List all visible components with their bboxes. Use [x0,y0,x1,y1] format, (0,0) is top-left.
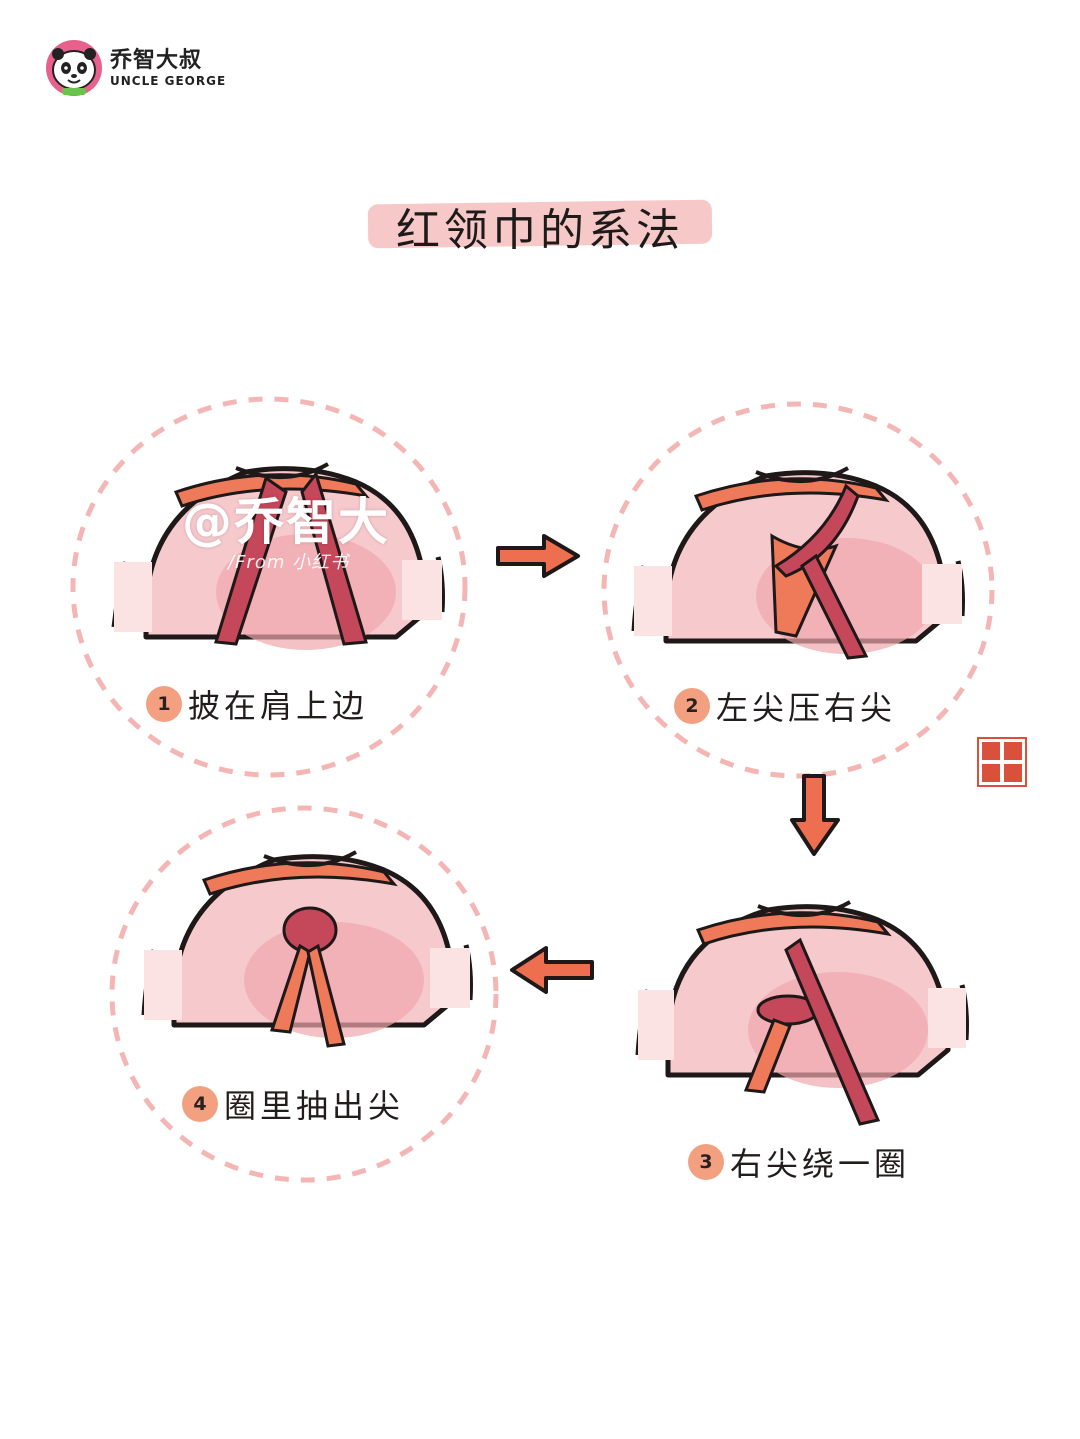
page-title: 红领巾的系法 [396,205,684,256]
step-3-number: 3 [688,1144,724,1180]
step-2-text: 左尖压右尖 [716,689,897,727]
step-4-number: 4 [182,1086,218,1122]
watermark-sub: /From 小红书 [228,552,350,573]
arrow-left-icon [510,946,594,994]
brand-name-en: UNCLE GEORGE [110,74,227,88]
step-2-label: 2 左尖压右尖 [674,686,897,727]
step-2-illustration [601,401,995,779]
step-1-label: 1 披在肩上边 [146,684,369,725]
step-1-panel: 1 披在肩上边 [66,392,472,782]
step-3-illustration [635,900,969,1126]
step-2-panel: 2 左尖压右尖 [596,396,1000,784]
step-3-panel: 3 右尖绕一圈 [628,880,1008,1200]
step-1-illustration [70,396,468,778]
brand-name-cn: 乔智大叔 [110,48,203,73]
watermark: @乔智大 [182,493,390,551]
arrow-down-icon [790,774,840,856]
step-1-text: 披在肩上边 [188,687,369,725]
step-4-panel: 4 圈里抽出尖 [104,800,504,1188]
step-4-illustration [109,805,499,1183]
step-3-text: 右尖绕一圈 [730,1145,911,1183]
seal-stamp-icon [977,737,1027,787]
page-title-block: 红领巾的系法 [367,188,713,260]
arrow-right-icon [496,534,580,578]
step-1-number: 1 [146,686,182,722]
step-2-number: 2 [674,688,710,724]
step-4-label: 4 圈里抽出尖 [182,1084,405,1125]
step-3-label: 3 右尖绕一圈 [688,1142,911,1183]
step-4-text: 圈里抽出尖 [224,1087,405,1125]
panda-logo-icon [46,40,102,96]
brand-logo: 乔智大叔 UNCLE GEORGE [44,38,244,98]
